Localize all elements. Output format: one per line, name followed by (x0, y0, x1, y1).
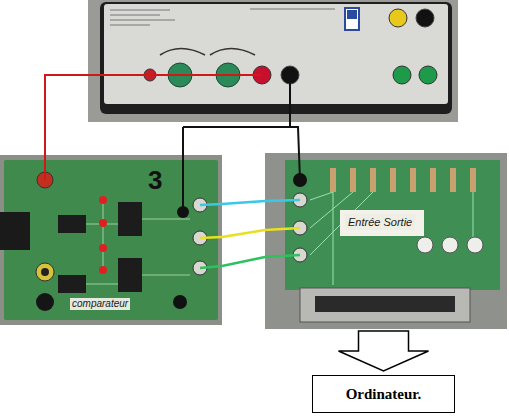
resistor-symbol (390, 168, 396, 192)
ic-chip (58, 275, 86, 293)
resistor-symbol (410, 168, 416, 192)
photo-background (0, 155, 222, 325)
circuit-board: Entrée Sortie (265, 153, 507, 329)
circuit-board (285, 160, 500, 290)
box-label: Ordinateur. (346, 385, 422, 403)
resistor-symbol (430, 168, 436, 192)
resistor-symbol (350, 168, 356, 192)
connector-slot (315, 296, 455, 312)
cyan-wire (222, 201, 265, 204)
black-wire (182, 127, 184, 212)
ic-chip (58, 215, 86, 233)
resistor-symbol (450, 168, 456, 192)
led (99, 244, 107, 252)
switch (345, 8, 359, 30)
circuit-board (4, 160, 218, 320)
pcb-trace (310, 192, 473, 285)
photo-background (88, 0, 458, 122)
cyan-wire (265, 200, 300, 201)
resistor-symbol (330, 168, 336, 192)
black-terminal (416, 9, 434, 27)
circuit-board: 3 comparateur (0, 155, 222, 325)
computer-box: Ordinateur. (312, 375, 455, 413)
black-terminal (173, 295, 187, 309)
panel-print (110, 25, 150, 26)
board-label: comparateur (70, 298, 130, 310)
panel-print (250, 9, 335, 10)
led (99, 266, 107, 274)
yellow-wire (200, 237, 222, 238)
yellow-terminal (389, 9, 407, 27)
board-number: 3 (148, 165, 162, 195)
green-wire (222, 257, 265, 266)
yellow-wire (222, 230, 265, 237)
ic-chip (118, 202, 142, 236)
black-wire (183, 127, 300, 180)
power-jack (0, 212, 30, 250)
switch-lever (347, 10, 357, 19)
parallel-connector (300, 288, 470, 322)
power-supply-case (100, 2, 452, 114)
ic-chip (118, 258, 142, 292)
led (99, 219, 107, 227)
black-terminal (36, 293, 54, 311)
white-terminal (417, 237, 433, 253)
yellow-terminal (36, 263, 54, 281)
green-terminal (393, 66, 411, 84)
yellow-wire (265, 228, 300, 230)
cyan-wire (200, 204, 222, 205)
photo-background (265, 153, 507, 329)
resistor-row (330, 168, 476, 192)
led (99, 196, 107, 204)
power-supply-panel (104, 4, 448, 104)
label-tape (340, 210, 424, 236)
white-terminal (467, 237, 483, 253)
green-wire (265, 255, 300, 257)
green-terminal (419, 66, 437, 84)
panel-print (110, 20, 175, 21)
panel-print (110, 15, 160, 16)
white-terminal (442, 237, 458, 253)
green-wire (200, 266, 222, 268)
panel-print (110, 10, 170, 11)
terminal-hole (41, 268, 49, 276)
board-label: Entrée Sortie (345, 214, 415, 230)
resistor-symbol (370, 168, 376, 192)
resistor-symbol (470, 168, 476, 192)
block-arrow (339, 331, 429, 371)
panel-curve (160, 49, 255, 56)
black-wire (289, 80, 291, 127)
